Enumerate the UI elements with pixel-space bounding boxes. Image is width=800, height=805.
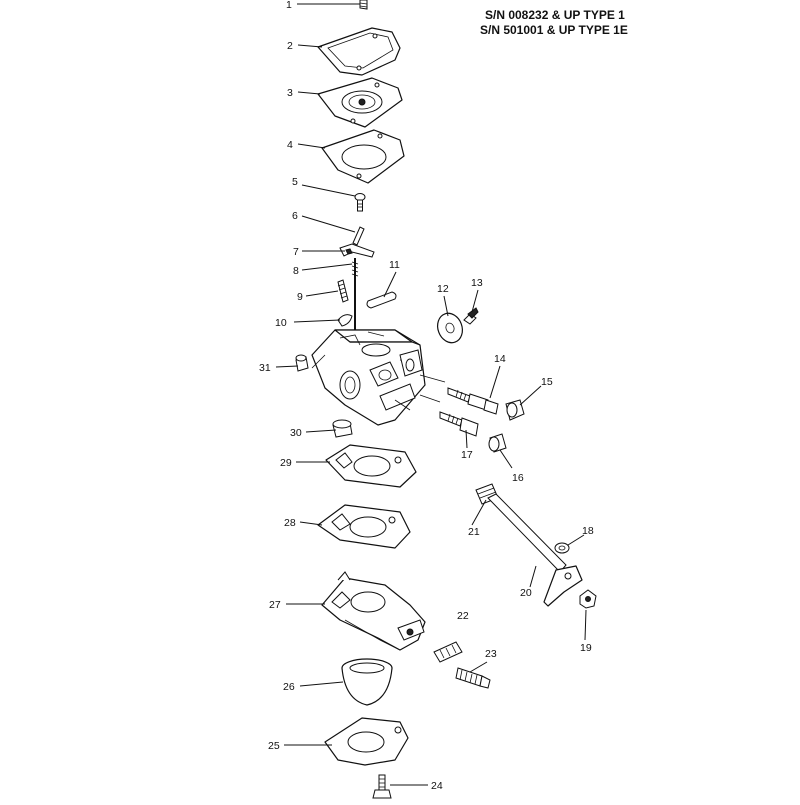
part-19-nut <box>579 589 597 609</box>
callout-11: 11 <box>389 259 400 271</box>
part-31-cap <box>295 354 309 372</box>
part-28-gasket <box>317 504 411 549</box>
part-14-needle-valve <box>447 387 499 415</box>
callout-numbers: 1 2 3 4 5 6 7 8 9 10 11 12 13 14 15 16 1… <box>259 0 594 792</box>
part-23-screw <box>455 667 491 689</box>
part-18-washer <box>554 542 570 554</box>
part-7-lever <box>339 243 375 258</box>
part-4-gasket <box>321 129 405 184</box>
serial-number-line-2: S/N 501001 & UP TYPE 1E <box>480 23 628 37</box>
part-5-screw <box>354 193 366 212</box>
callout-8: 8 <box>293 265 299 277</box>
part-22-spring <box>433 641 463 663</box>
part-carburetor-body <box>311 329 446 426</box>
callout-1: 1 <box>286 0 292 11</box>
part-24-screw <box>372 774 392 799</box>
part-11-plug <box>366 291 397 309</box>
callout-13: 13 <box>471 277 483 289</box>
callout-30: 30 <box>290 427 302 439</box>
callout-6: 6 <box>292 210 298 222</box>
part-25-base-plate <box>324 717 409 766</box>
part-27-pump-cover <box>321 571 426 651</box>
part-12-disc <box>437 312 463 344</box>
callout-4: 4 <box>287 139 293 151</box>
part-2-cover <box>317 27 401 76</box>
callout-15: 15 <box>541 376 553 388</box>
part-6-pin <box>352 226 365 246</box>
callout-19: 19 <box>580 642 592 654</box>
serial-number-line-1: S/N 008232 & UP TYPE 1 <box>485 8 625 22</box>
part-10-clip <box>337 314 353 327</box>
callout-24: 24 <box>431 780 443 792</box>
part-3-diaphragm <box>317 77 403 128</box>
callout-5: 5 <box>292 176 298 188</box>
part-30-cap <box>332 419 353 438</box>
callout-25: 25 <box>268 740 280 752</box>
callout-27: 27 <box>269 599 281 611</box>
callout-14: 14 <box>494 353 506 365</box>
part-20-throttle-shaft <box>487 493 583 607</box>
callout-12: 12 <box>437 283 449 295</box>
leader-lines <box>275 3 587 786</box>
callout-2: 2 <box>287 40 293 52</box>
part-13-screw <box>463 307 479 325</box>
part-16-cap <box>488 433 507 453</box>
part-29-gasket <box>325 444 417 488</box>
callout-17: 17 <box>461 449 473 461</box>
callout-18: 18 <box>582 525 594 537</box>
part-9-spring <box>337 279 349 303</box>
callout-10: 10 <box>275 317 287 329</box>
callout-3: 3 <box>287 87 293 99</box>
callout-29: 29 <box>280 457 292 469</box>
part-26-cup <box>341 658 393 706</box>
callout-9: 9 <box>297 291 303 303</box>
callout-22: 22 <box>457 610 469 622</box>
part-15-cap <box>505 399 525 421</box>
part-17-needle-valve <box>439 411 479 437</box>
callout-16: 16 <box>512 472 524 484</box>
callout-7: 7 <box>293 246 299 258</box>
callout-26: 26 <box>283 681 295 693</box>
callout-31: 31 <box>259 362 271 374</box>
callout-21: 21 <box>468 526 480 538</box>
callout-28: 28 <box>284 517 296 529</box>
callout-23: 23 <box>485 648 497 660</box>
part-1-screw <box>359 0 368 10</box>
callout-20: 20 <box>520 587 532 599</box>
